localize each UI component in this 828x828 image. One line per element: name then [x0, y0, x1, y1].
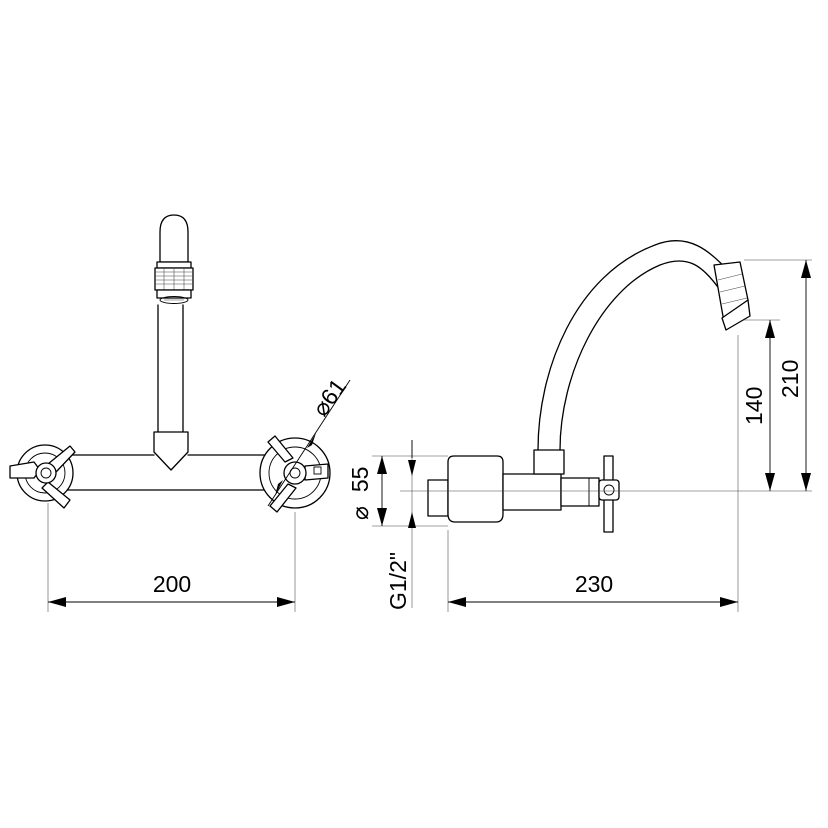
handle-diameter-label: ⌀61	[307, 374, 351, 421]
left-handle-icon	[9, 444, 76, 509]
side-wall-flange	[427, 455, 504, 523]
side-spout-base	[533, 449, 565, 475]
front-spout-pipe	[153, 304, 189, 471]
spout-total-height-label: 210	[777, 360, 803, 398]
dimension-spout-total-height: 210	[744, 259, 812, 491]
aerator-icon	[159, 296, 189, 304]
dimension-spout-lower-height: 140	[741, 319, 780, 491]
front-width-label: 200	[153, 571, 191, 597]
spout-lower-height-label: 140	[741, 387, 767, 425]
side-handle-icon	[598, 455, 620, 533]
side-spout	[537, 240, 751, 451]
dimension-side-depth: 230	[447, 335, 739, 612]
right-handle-icon	[259, 379, 351, 513]
dimension-thread: G1/2"	[385, 440, 416, 610]
thread-label: G1/2"	[385, 552, 411, 610]
dimension-front-width: 200	[47, 503, 296, 612]
front-spout-tip	[154, 214, 194, 304]
front-view: 200 ⌀61	[9, 214, 351, 612]
dimension-flange-diameter: ⌀55	[347, 455, 448, 527]
flange-diameter-label: ⌀55	[347, 467, 373, 520]
side-body	[502, 473, 600, 511]
side-view: ⌀55 G1/2" 230 140	[347, 240, 812, 612]
side-depth-label: 230	[575, 571, 613, 597]
